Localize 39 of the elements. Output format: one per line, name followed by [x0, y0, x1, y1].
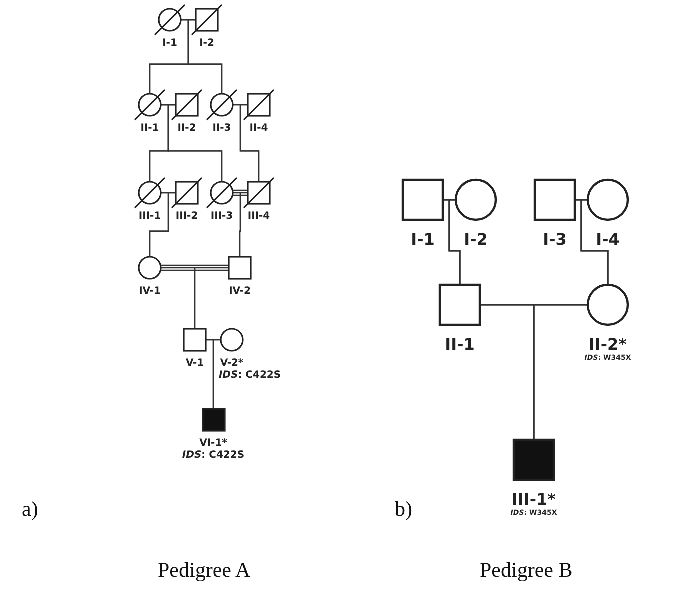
- descent-line: [194, 267, 229, 329]
- individual-id: II-3: [212, 123, 232, 134]
- individual-id: III-4: [248, 211, 270, 222]
- individual-id: I-2: [200, 38, 214, 50]
- individual-id: II-4: [250, 123, 268, 134]
- descent-line: [240, 104, 260, 182]
- descent-line: [448, 199, 461, 285]
- descent-line: [149, 192, 176, 257]
- descent-line: [188, 19, 223, 94]
- individual-id: II-2*: [588, 336, 628, 354]
- panel-label: b): [395, 497, 412, 522]
- individual-id: I-2: [464, 231, 488, 250]
- descent-line: [239, 192, 248, 257]
- panel-label: a): [22, 497, 38, 522]
- individual-id: II-1: [445, 336, 475, 354]
- individual-id: I-1: [162, 38, 178, 50]
- descent-line: [580, 199, 609, 285]
- individual-id: I-3: [543, 231, 567, 250]
- individual-id: III-3: [210, 211, 234, 222]
- individual-id: V-2*: [220, 358, 244, 370]
- individual-id: I-1: [411, 231, 435, 250]
- individual-id: V-1: [186, 358, 204, 370]
- individual-id: I-4: [596, 231, 620, 250]
- descent-line: [212, 339, 221, 409]
- variant-label: IDS: C422S: [218, 370, 282, 381]
- individual-id: IV-2: [229, 286, 251, 298]
- individual-id: III-2: [176, 211, 198, 222]
- pedigree-title: Pedigree A: [158, 558, 251, 583]
- individual-id: IV-1: [139, 286, 161, 298]
- variant-label: IDS: C422S: [182, 450, 245, 461]
- descent-line: [533, 304, 588, 440]
- individual-id: III-1*: [512, 491, 556, 510]
- individual-id: III-1: [138, 211, 162, 222]
- mating-line: [160, 264, 230, 272]
- mating-line: [232, 190, 249, 196]
- individual-id: II-1: [140, 123, 160, 134]
- pedigree-title: Pedigree B: [480, 558, 573, 583]
- individual-id: II-2: [178, 123, 196, 134]
- individual-id: VI-1*: [200, 438, 228, 450]
